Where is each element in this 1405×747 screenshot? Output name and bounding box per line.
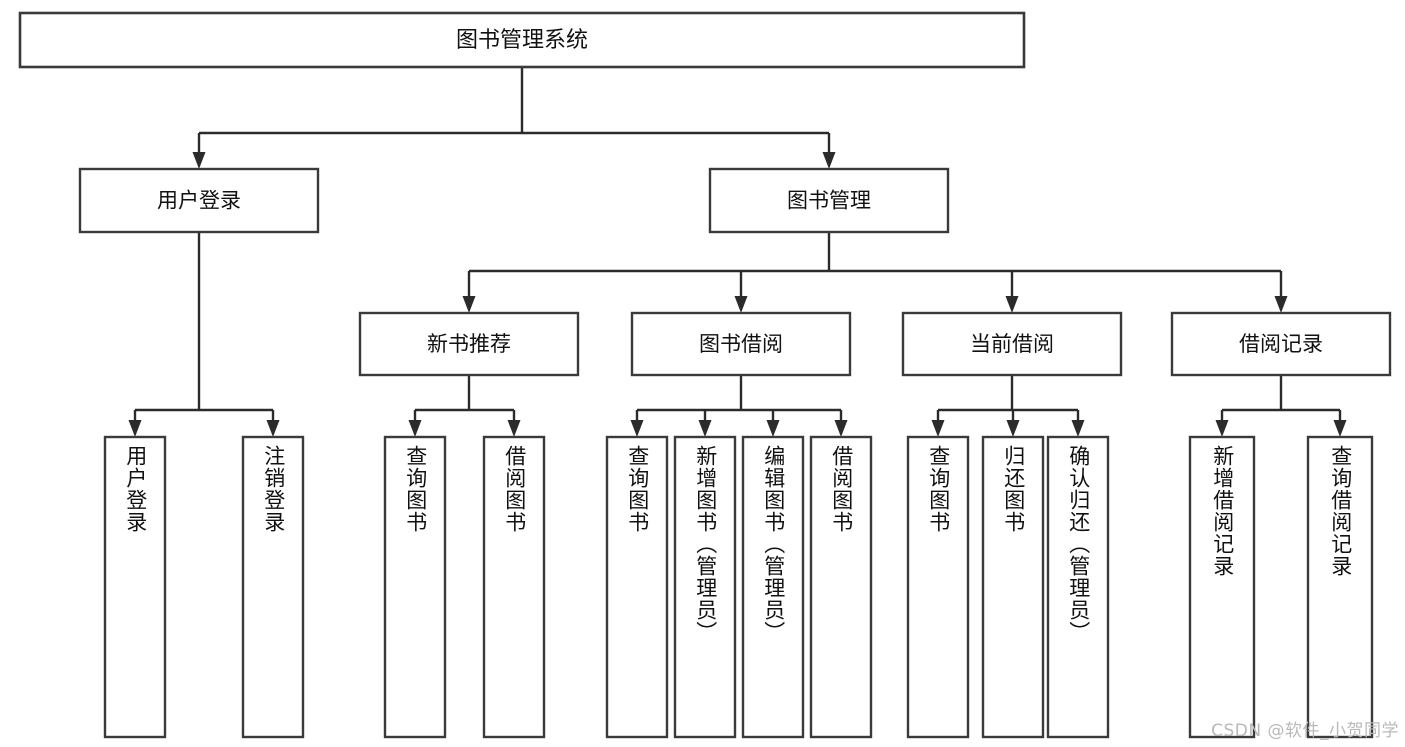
root-to-level1-branch-1-head — [822, 152, 836, 169]
node-box-leaf-rec-add[interactable] — [1188, 435, 1256, 739]
root-to-level1-branch-0-head — [192, 152, 206, 169]
node-box-root[interactable] — [18, 11, 1026, 69]
node-label-new-book-rec: 新书推荐 — [427, 332, 511, 356]
to-leaves-current-borrow-branch-0-head — [931, 420, 945, 437]
to-leaves-book-borrow-branch-2-head — [766, 420, 780, 437]
node-box-layer — [18, 11, 1392, 739]
node-box-user-login[interactable] — [78, 167, 320, 234]
to-leaves-current-borrow-branch-1-head — [1006, 420, 1020, 437]
node-box-leaf-cur-confirm[interactable] — [1046, 435, 1110, 739]
node-label-borrow-record: 借阅记录 — [1239, 332, 1323, 356]
to-leaves-borrow-record-branch-1-head — [1333, 420, 1347, 437]
to-leaves-borrow-record-branch-0-head — [1215, 420, 1229, 437]
node-box-leaf-borrow-add[interactable] — [673, 435, 737, 739]
to-leaves-user-login-branch-1-head — [266, 420, 280, 437]
node-box-current-borrow[interactable] — [901, 311, 1123, 377]
node-box-leaf-borrow-lend[interactable] — [809, 435, 873, 739]
node-box-leaf-rec-borrow[interactable] — [482, 435, 546, 739]
to-leaves-user-login-branch-0-head — [128, 420, 142, 437]
node-box-borrow-record[interactable] — [1170, 311, 1392, 377]
connector-layer — [128, 67, 1347, 437]
to-leaves-book-borrow-branch-3-head — [834, 420, 848, 437]
node-label-current-borrow: 当前借阅 — [970, 332, 1054, 356]
node-box-leaf-rec-query[interactable] — [383, 435, 447, 739]
bookmanage-to-level2-branch-3-head — [1274, 296, 1288, 313]
node-label-book-manage: 图书管理 — [787, 189, 871, 213]
to-leaves-current-borrow-branch-2-head — [1071, 420, 1085, 437]
node-box-leaf-borrow-query[interactable] — [605, 435, 669, 739]
node-label-user-login: 用户登录 — [157, 189, 241, 213]
bookmanage-to-level2-branch-2-head — [1005, 296, 1019, 313]
node-box-leaf-cur-return[interactable] — [981, 435, 1045, 739]
to-leaves-book-borrow-branch-0-head — [630, 420, 644, 437]
node-box-new-book-rec[interactable] — [358, 311, 580, 377]
node-label-root: 图书管理系统 — [456, 28, 588, 53]
watermark-text: CSDN @软件_小贺同学 — [1211, 721, 1399, 741]
node-box-leaf-user-logout[interactable] — [241, 435, 305, 739]
node-box-book-manage[interactable] — [708, 167, 950, 234]
bookmanage-to-level2-branch-0-head — [462, 296, 476, 313]
node-box-leaf-borrow-edit[interactable] — [741, 435, 805, 739]
node-box-leaf-user-login[interactable] — [103, 435, 167, 739]
node-label-book-borrow: 图书借阅 — [699, 332, 783, 356]
to-leaves-new-book-rec-branch-0-head — [408, 420, 422, 437]
node-box-book-borrow[interactable] — [630, 311, 852, 377]
node-box-leaf-rec-search[interactable] — [1306, 435, 1374, 739]
to-leaves-book-borrow-branch-1-head — [698, 420, 712, 437]
to-leaves-new-book-rec-branch-1-head — [507, 420, 521, 437]
bookmanage-to-level2-branch-1-head — [734, 296, 748, 313]
node-box-leaf-cur-query[interactable] — [906, 435, 970, 739]
